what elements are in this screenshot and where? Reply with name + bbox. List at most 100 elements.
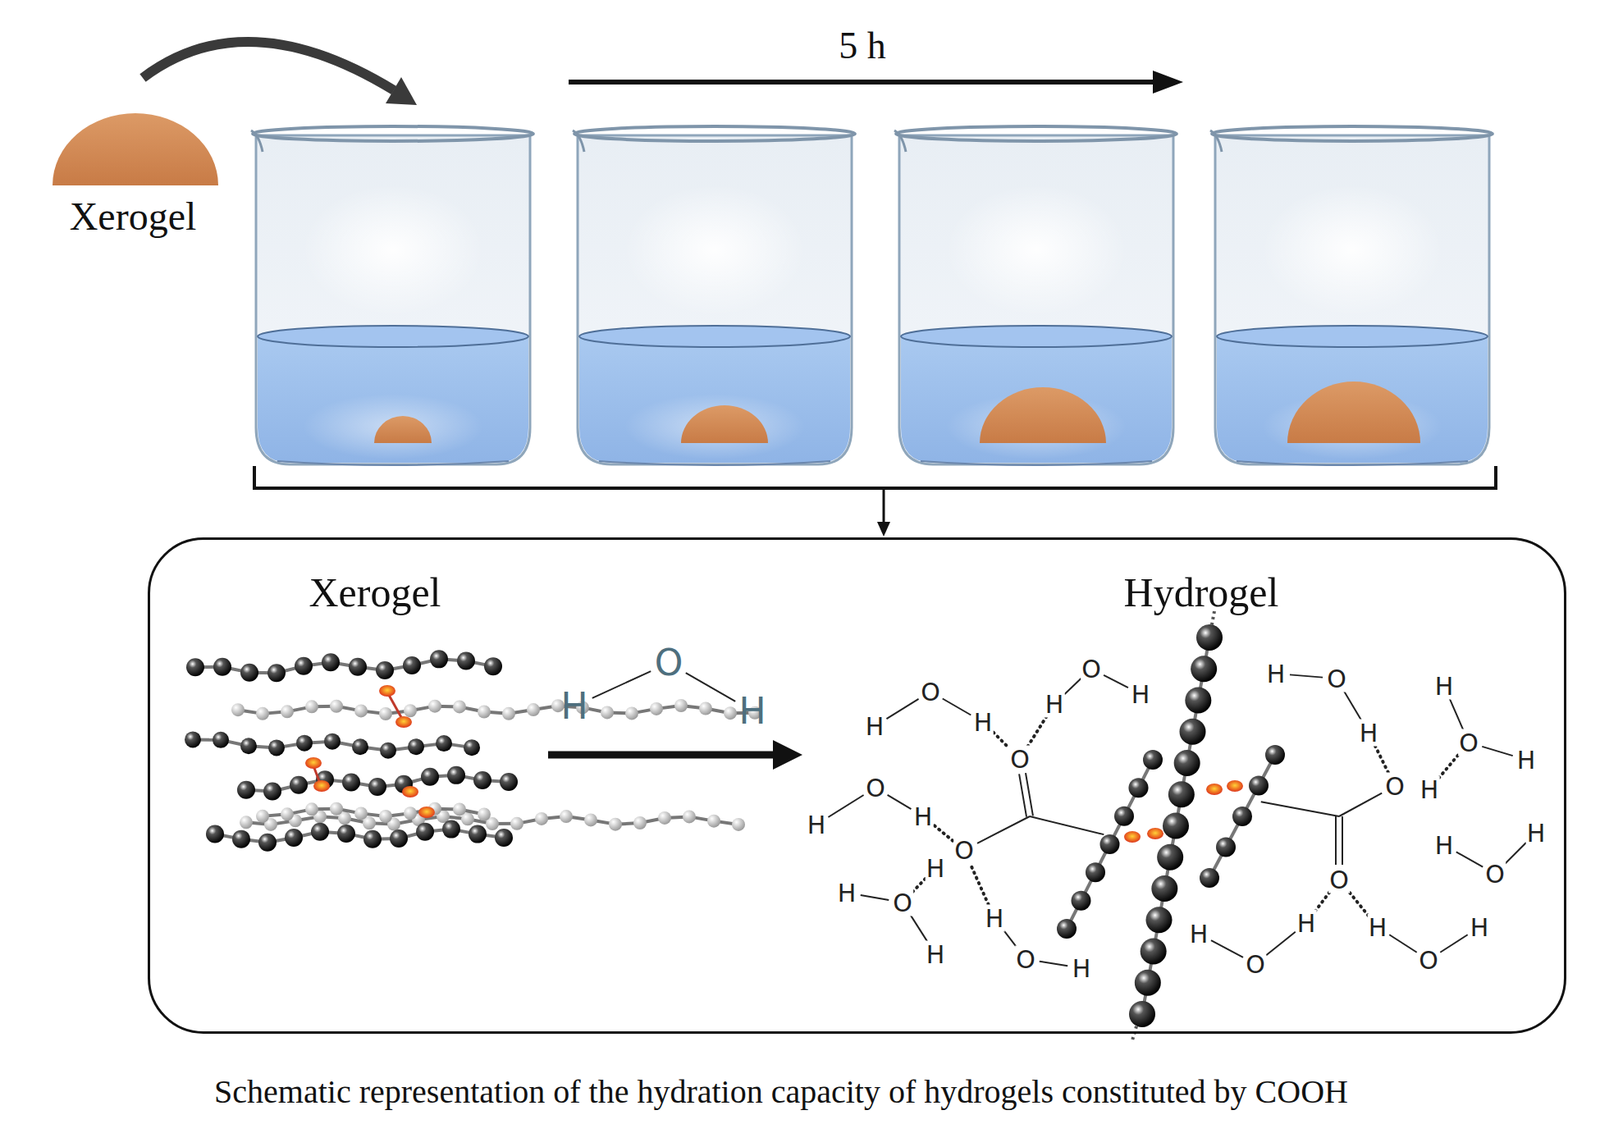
polymer-bead: [1248, 776, 1269, 796]
beaker-glass: [899, 135, 1174, 465]
atom-symbol: H: [1266, 660, 1287, 688]
arrow-head: [877, 521, 891, 537]
covalent-bond: [1481, 746, 1513, 756]
atom-symbol: O: [1080, 655, 1102, 683]
atom-symbol: H: [1296, 909, 1317, 938]
polymer-bead: [1071, 891, 1092, 911]
atom-symbol: O: [1484, 860, 1506, 888]
crosslink: [313, 780, 330, 792]
water-shine: [302, 393, 484, 460]
hydrogen-bond: [969, 863, 988, 905]
atom-symbol: O: [864, 774, 887, 802]
gray-monomer: [649, 702, 663, 716]
atom-symbol: O: [953, 836, 975, 864]
covalent-bond: [1261, 801, 1340, 817]
covalent-bond: [1389, 934, 1417, 953]
atom-symbol: O: [1014, 946, 1037, 974]
polymer-bead: [1184, 687, 1212, 714]
gray-monomer: [699, 701, 713, 715]
polymer-bead: [284, 828, 303, 847]
down-arrow: [882, 488, 886, 526]
water-surface: [1216, 325, 1488, 348]
polymer-bead: [499, 772, 518, 791]
gray-monomer: [452, 802, 467, 816]
polymer-bead: [240, 737, 257, 755]
polymer-bead: [1156, 844, 1184, 871]
polymer-bead: [1100, 834, 1120, 855]
water-shine: [624, 393, 805, 460]
atom-symbol: H: [836, 879, 858, 907]
atom-symbol: H: [1367, 914, 1389, 942]
beaker-bottom: [1236, 461, 1468, 466]
atom-symbol: H: [1434, 832, 1455, 860]
double-bond: [1341, 816, 1344, 865]
polymer-bead: [435, 735, 453, 752]
polymer-bead: [1151, 875, 1178, 902]
gel-piece: [374, 416, 432, 444]
hydrogen-bond: [1439, 754, 1460, 778]
atom-symbol: H: [1130, 681, 1152, 709]
crosslink: [1124, 831, 1141, 843]
polymer-bead: [205, 824, 224, 843]
polymer-bead: [324, 733, 341, 750]
atom-symbol: O: [1009, 745, 1031, 773]
xerogel-piece: [52, 113, 219, 186]
covalent-bond: [1211, 940, 1244, 958]
polymer-bead: [213, 658, 232, 677]
gray-monomer: [526, 703, 540, 717]
polymer-bead: [1085, 862, 1106, 883]
covalent-bond: [1266, 932, 1296, 956]
atom-symbol: H: [806, 811, 828, 839]
water-surface: [900, 325, 1172, 348]
panel-heading: Xerogel: [308, 570, 441, 616]
gray-monomer: [305, 802, 319, 816]
polymer-bead: [494, 828, 513, 847]
water-atom: H: [738, 691, 766, 732]
crosslink: [379, 685, 396, 697]
gray-monomer: [723, 706, 737, 720]
polymer-bead: [1190, 655, 1217, 682]
polymer-bead: [237, 781, 256, 800]
material-label: Xerogel: [69, 195, 197, 239]
beaker-bottom: [598, 461, 831, 466]
atom-symbol: H: [1526, 819, 1547, 847]
polymer-bead: [1216, 837, 1236, 858]
polymer-bead: [429, 649, 448, 668]
beaker-rim: [896, 126, 1177, 142]
polymer-bead: [1129, 1001, 1156, 1028]
atom-symbol: O: [1417, 946, 1440, 974]
beaker-glass: [256, 135, 531, 465]
arrow-head: [772, 740, 803, 770]
beaker-spout: [1210, 130, 1222, 152]
beaker-bottom: [277, 461, 509, 466]
polymer-bead: [263, 781, 282, 800]
gray-monomer: [354, 704, 368, 718]
beaker-glass: [1215, 135, 1490, 465]
hydrogen-bond: [1028, 716, 1047, 746]
gray-monomer: [379, 809, 393, 823]
covalent-bond: [827, 795, 864, 818]
covalent-bond: [1504, 842, 1527, 864]
water-atom: H: [560, 686, 588, 727]
covalent-bond: [685, 672, 736, 702]
atom-symbol: H: [1044, 690, 1066, 718]
covalent-bond: [1103, 675, 1129, 688]
polymer-bead: [1134, 969, 1162, 997]
gray-monomer: [280, 807, 294, 821]
polymer-bead: [375, 661, 394, 680]
polymer-bead: [1129, 777, 1149, 798]
polymer-bead: [212, 731, 229, 749]
polymer-bead: [240, 663, 259, 682]
polymer-bead: [368, 777, 387, 796]
water-surface: [257, 325, 529, 348]
beaker-rim: [1211, 126, 1493, 142]
polymer-bead: [232, 830, 251, 849]
polymer-bead: [342, 772, 361, 791]
polymer-bead: [1146, 906, 1173, 933]
crosslink: [1206, 783, 1223, 796]
covalent-bond: [860, 895, 890, 901]
gray-monomer: [329, 802, 343, 816]
polymer-bead: [1056, 918, 1077, 939]
atom-symbol: H: [925, 854, 947, 883]
covalent-bond: [1029, 816, 1104, 835]
